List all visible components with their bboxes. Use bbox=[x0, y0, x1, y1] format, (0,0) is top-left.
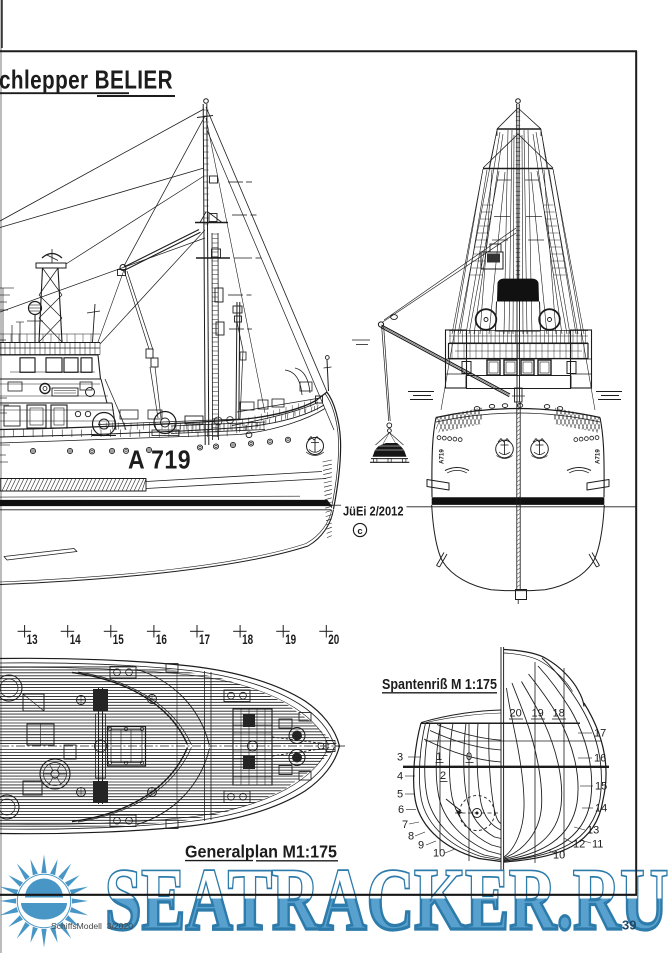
svg-text:10: 10 bbox=[433, 848, 445, 860]
svg-text:19: 19 bbox=[285, 632, 296, 647]
svg-text:chlepper BELIER: chlepper BELIER bbox=[0, 65, 173, 95]
svg-text:4: 4 bbox=[397, 771, 403, 783]
svg-text:10: 10 bbox=[553, 850, 565, 862]
svg-text:20: 20 bbox=[510, 708, 522, 720]
svg-text:Generalplan M1:175: Generalplan M1:175 bbox=[185, 842, 337, 862]
svg-text:SchiffsModell 3/2020: SchiffsModell 3/2020 bbox=[51, 921, 133, 931]
svg-text:JüEi 2/2012: JüEi 2/2012 bbox=[343, 505, 404, 519]
svg-text:5: 5 bbox=[397, 789, 403, 801]
svg-text:13: 13 bbox=[27, 632, 38, 647]
svg-text:14: 14 bbox=[595, 803, 607, 815]
svg-text:17: 17 bbox=[199, 632, 210, 647]
svg-text:15: 15 bbox=[595, 781, 607, 793]
svg-text:0: 0 bbox=[466, 751, 472, 763]
svg-text:SEATRACKER.RU: SEATRACKER.RU bbox=[105, 852, 668, 949]
svg-text:13: 13 bbox=[587, 825, 599, 837]
svg-text:15: 15 bbox=[113, 632, 124, 647]
svg-text:14: 14 bbox=[70, 632, 81, 647]
svg-text:20: 20 bbox=[328, 632, 339, 647]
svg-text:SEATRACKER.RU: SEATRACKER.RU bbox=[105, 852, 668, 949]
svg-text:17: 17 bbox=[594, 728, 606, 740]
svg-text:19: 19 bbox=[532, 708, 544, 720]
svg-text:8: 8 bbox=[408, 831, 414, 843]
svg-text:7: 7 bbox=[402, 819, 408, 831]
svg-text:A719: A719 bbox=[595, 449, 602, 464]
svg-text:A 719: A 719 bbox=[128, 447, 191, 475]
svg-text:9: 9 bbox=[418, 840, 424, 852]
svg-text:1: 1 bbox=[436, 751, 442, 763]
svg-text:12: 12 bbox=[573, 839, 585, 851]
svg-text:3: 3 bbox=[397, 752, 403, 764]
svg-text:c: c bbox=[357, 526, 362, 537]
svg-text:A719: A719 bbox=[439, 449, 446, 464]
svg-text:2: 2 bbox=[440, 770, 446, 782]
svg-text:11: 11 bbox=[592, 839, 603, 851]
svg-text:6: 6 bbox=[398, 804, 404, 816]
svg-text:39: 39 bbox=[622, 918, 636, 933]
svg-text:18: 18 bbox=[553, 708, 565, 720]
svg-text:18: 18 bbox=[242, 632, 253, 647]
svg-text:16: 16 bbox=[594, 753, 606, 765]
svg-text:Spantenriß M 1:175: Spantenriß M 1:175 bbox=[382, 677, 497, 693]
svg-text:16: 16 bbox=[156, 632, 167, 647]
